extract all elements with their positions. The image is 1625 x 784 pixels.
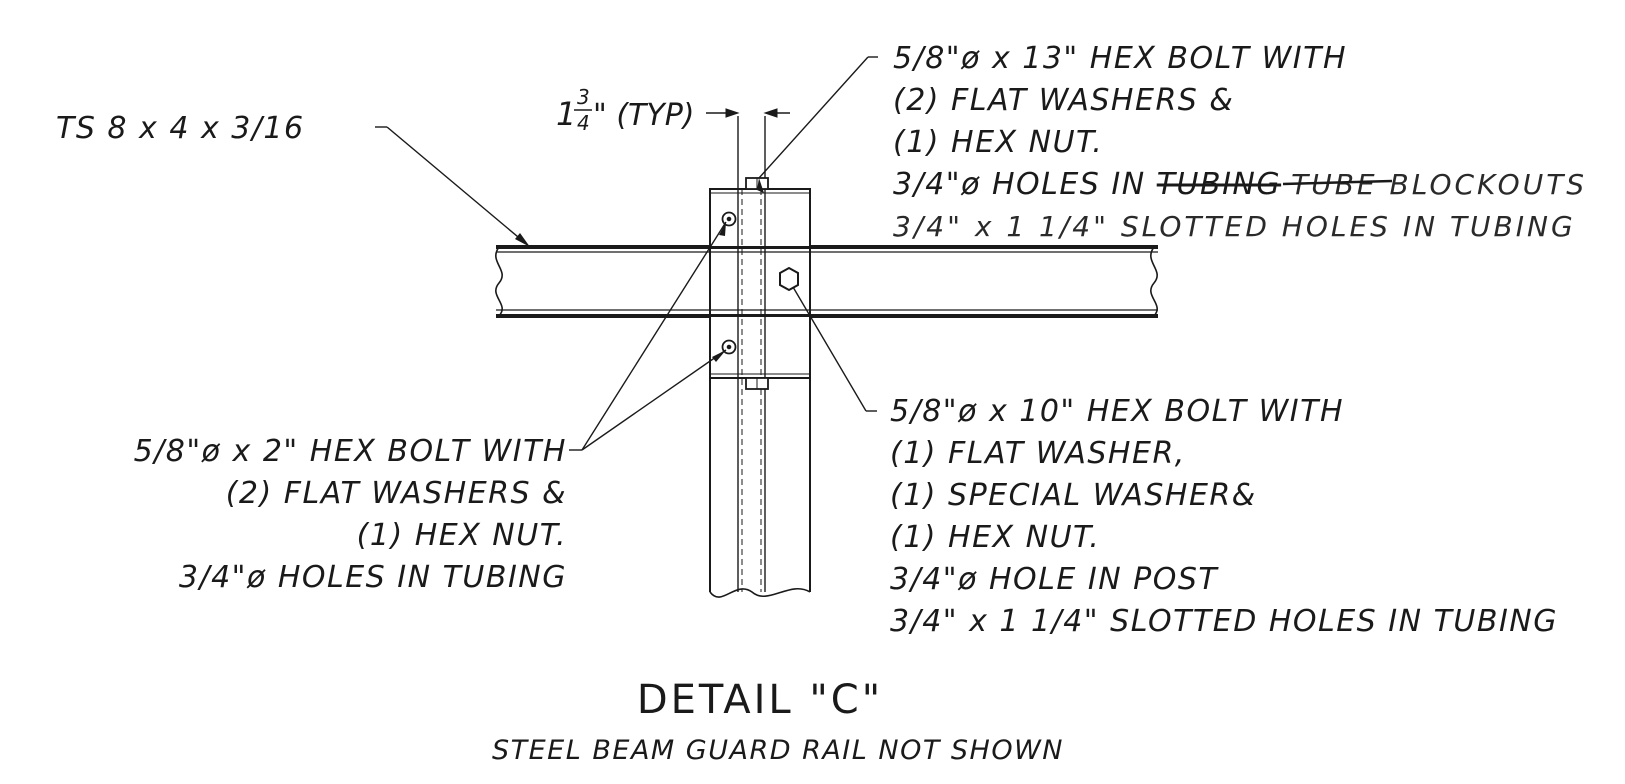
top-note-struck-text: TUBING [1157, 167, 1281, 202]
top-note-line-4: 3/4"ø HOLES IN TUBING TUBE BLOCKOUTS [893, 167, 1587, 202]
typ-denominator: 4 [577, 111, 590, 135]
post-bolt-hex-head [779, 266, 799, 292]
right-note-line-3: (1) SPECIAL WASHER& [890, 478, 1257, 513]
top-note-holes-prefix: 3/4"ø HOLES IN [893, 167, 1157, 202]
top-note-handwritten-line: 3/4" x 1 1/4" SLOTTED HOLES IN TUBING [893, 210, 1576, 243]
top-note-line-3: (1) HEX NUT. [893, 125, 1103, 160]
typ-whole: 1 [556, 95, 576, 133]
typ-dimension-text: 1 3 4 " (TYP) [556, 85, 694, 135]
right-note-line-4: (1) HEX NUT. [890, 520, 1100, 555]
detail-subtitle: STEEL BEAM GUARD RAIL NOT SHOWN [492, 735, 1064, 766]
typ-suffix: " (TYP) [593, 98, 694, 133]
left-note-line-3: (1) HEX NUT. [357, 518, 567, 553]
left-note-line-1: 5/8"ø x 2" HEX BOLT WITH [134, 434, 567, 469]
detail-title: DETAIL "C" [637, 677, 883, 723]
post [709, 116, 811, 598]
right-note-line-2: (1) FLAT WASHER, [890, 436, 1186, 471]
leader-lines [375, 56, 878, 451]
top-bolt-note: 5/8"ø x 13" HEX BOLT WITH (2) FLAT WASHE… [893, 41, 1587, 243]
leader-arrowheads [515, 178, 764, 362]
top-note-line-1: 5/8"ø x 13" HEX BOLT WITH [893, 41, 1347, 76]
left-bolt-note: 5/8"ø x 2" HEX BOLT WITH (2) FLAT WASHER… [134, 434, 567, 595]
top-note-handwritten-replacement: TUBE BLOCKOUTS [1291, 168, 1587, 201]
top-note-line-2: (2) FLAT WASHERS & [893, 83, 1234, 118]
left-note-line-4: 3/4"ø HOLES IN TUBING [179, 560, 567, 595]
typ-numerator: 3 [577, 85, 590, 109]
right-bolt-note: 5/8"ø x 10" HEX BOLT WITH (1) FLAT WASHE… [890, 394, 1558, 639]
right-note-line-1: 5/8"ø x 10" HEX BOLT WITH [890, 394, 1344, 429]
typ-dimension-arrows [706, 108, 790, 118]
long-bolt-13in [745, 177, 769, 390]
right-note-line-5: 3/4"ø HOLE IN POST [890, 562, 1219, 597]
left-note-line-2: (2) FLAT WASHERS & [226, 476, 567, 511]
horizontal-tube [495, 245, 1158, 318]
right-note-line-6: 3/4" x 1 1/4" SLOTTED HOLES IN TUBING [890, 604, 1558, 639]
tubing-label: TS 8 x 4 x 3/16 [56, 111, 305, 146]
